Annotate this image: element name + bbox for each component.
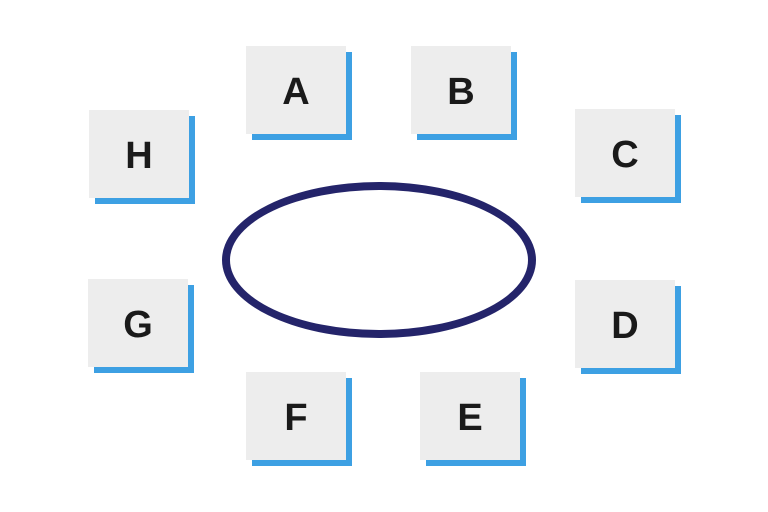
box-d-label: D — [611, 305, 639, 347]
center-ellipse — [222, 182, 536, 338]
box-e-label: E — [457, 397, 483, 439]
box-b-label: B — [447, 71, 475, 113]
box-c[interactable]: C — [575, 109, 675, 197]
box-b[interactable]: B — [411, 46, 511, 134]
box-a-label: A — [282, 71, 310, 113]
box-f-label: F — [284, 397, 308, 439]
box-a[interactable]: A — [246, 46, 346, 134]
box-h[interactable]: H — [89, 110, 189, 198]
box-e[interactable]: E — [420, 372, 520, 460]
box-g-label: G — [123, 304, 153, 346]
box-c-label: C — [611, 134, 639, 176]
box-g[interactable]: G — [88, 279, 188, 367]
box-d[interactable]: D — [575, 280, 675, 368]
box-h-label: H — [125, 135, 153, 177]
box-f[interactable]: F — [246, 372, 346, 460]
